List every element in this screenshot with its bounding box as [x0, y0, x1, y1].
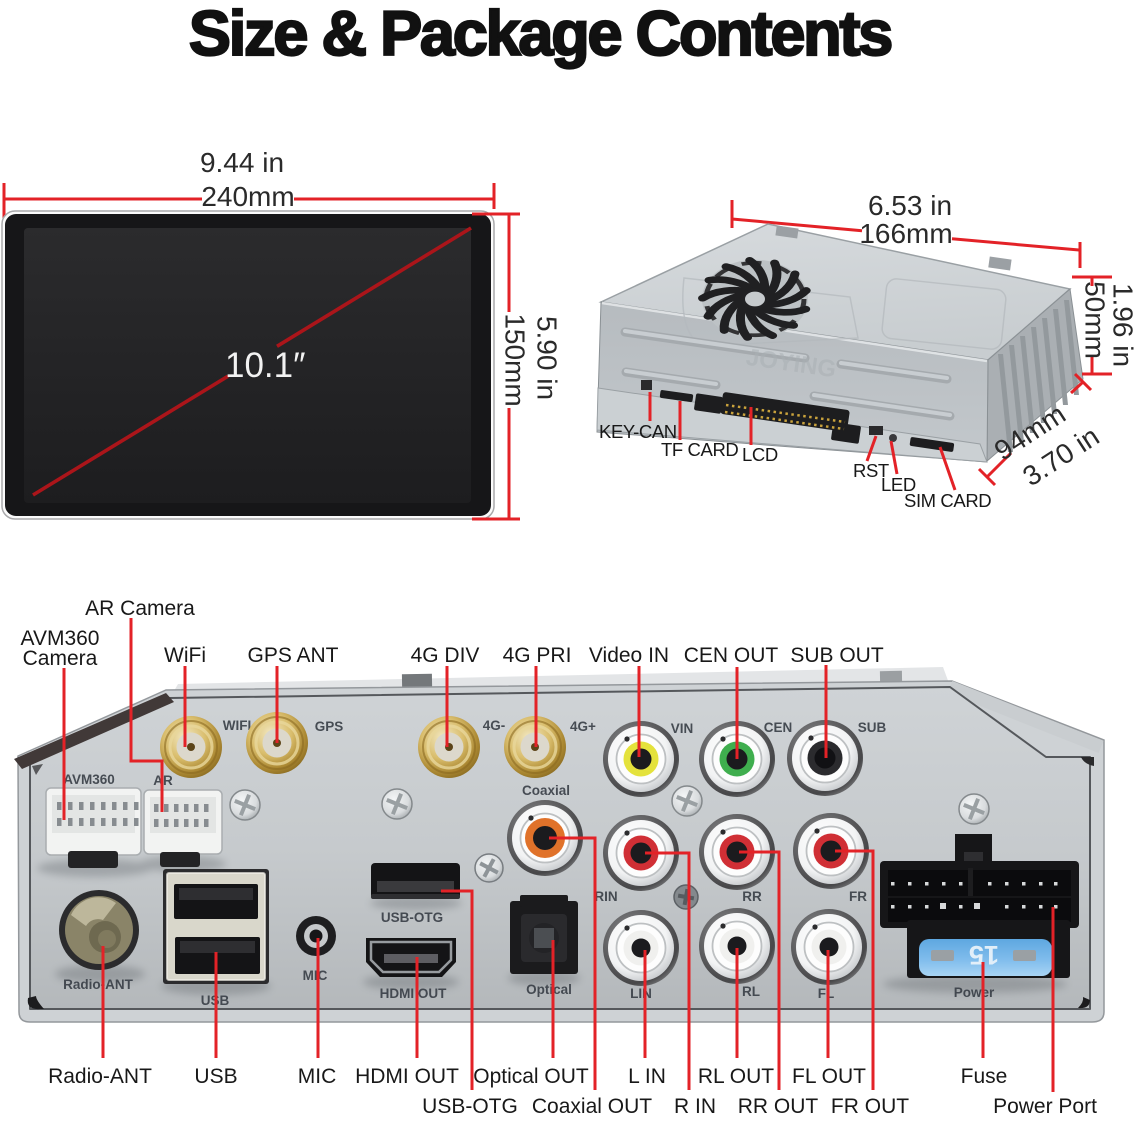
- svg-text:RR: RR: [742, 889, 762, 904]
- svg-text:FL: FL: [818, 986, 835, 1001]
- svg-text:RL OUT: RL OUT: [698, 1065, 774, 1088]
- svg-text:1.96 in: 1.96 in: [1108, 283, 1134, 367]
- svg-text:RL: RL: [742, 984, 760, 999]
- svg-text:Coaxial: Coaxial: [522, 783, 570, 798]
- svg-text:Coaxial OUT: Coaxial OUT: [532, 1095, 652, 1118]
- svg-text:Power Port: Power Port: [993, 1095, 1097, 1118]
- svg-text:SUB: SUB: [858, 720, 887, 735]
- svg-text:LIN: LIN: [630, 986, 652, 1001]
- svg-text:RR OUT: RR OUT: [738, 1095, 819, 1118]
- svg-text:Power: Power: [954, 985, 995, 1000]
- svg-text:MIC: MIC: [298, 1065, 337, 1088]
- svg-text:AR Camera: AR Camera: [85, 597, 195, 620]
- svg-text:10.1″: 10.1″: [225, 346, 306, 385]
- svg-text:FR OUT: FR OUT: [831, 1095, 909, 1118]
- svg-text:HDMI OUT: HDMI OUT: [380, 986, 447, 1001]
- svg-text:L IN: L IN: [628, 1065, 666, 1088]
- svg-text:AVM360: AVM360: [21, 627, 100, 650]
- svg-text:6.53 in: 6.53 in: [868, 190, 952, 221]
- svg-text:FR: FR: [849, 889, 867, 904]
- svg-text:Optical OUT: Optical OUT: [473, 1065, 589, 1088]
- svg-text:USB-OTG: USB-OTG: [422, 1095, 518, 1118]
- svg-text:SUB OUT: SUB OUT: [790, 644, 884, 667]
- svg-text:R IN: R IN: [674, 1095, 716, 1118]
- svg-text:4G+: 4G+: [570, 719, 596, 734]
- svg-text:SIM CARD: SIM CARD: [904, 490, 991, 511]
- svg-text:WiFi: WiFi: [164, 644, 206, 667]
- svg-text:Video IN: Video IN: [589, 644, 669, 667]
- svg-text:WIFI: WIFI: [223, 718, 252, 733]
- svg-text:166mm: 166mm: [859, 218, 952, 249]
- svg-text:USB-OTG: USB-OTG: [381, 910, 443, 925]
- svg-text:Radio-ANT: Radio-ANT: [48, 1065, 152, 1088]
- svg-text:FL OUT: FL OUT: [792, 1065, 866, 1088]
- svg-text:GPS: GPS: [315, 719, 344, 734]
- svg-text:VIN: VIN: [671, 721, 694, 736]
- svg-text:LED: LED: [881, 474, 916, 495]
- svg-text:4G DIV: 4G DIV: [411, 644, 480, 667]
- svg-text:Radio-ANT: Radio-ANT: [63, 977, 133, 992]
- svg-text:LCD: LCD: [742, 444, 778, 465]
- svg-text:Fuse: Fuse: [961, 1065, 1008, 1088]
- svg-text:4G PRI: 4G PRI: [503, 644, 572, 667]
- svg-text:USB: USB: [194, 1065, 237, 1088]
- svg-text:CEN: CEN: [764, 720, 793, 735]
- svg-text:GPS ANT: GPS ANT: [247, 644, 338, 667]
- svg-text:RIN: RIN: [594, 889, 617, 904]
- svg-text:240mm: 240mm: [201, 181, 294, 212]
- svg-text:MIC: MIC: [303, 968, 328, 983]
- svg-text:HDMI OUT: HDMI OUT: [355, 1065, 459, 1088]
- svg-text:RST: RST: [853, 460, 889, 481]
- svg-text:AVM360: AVM360: [63, 772, 115, 787]
- svg-text:50mm: 50mm: [1080, 281, 1111, 359]
- svg-text:9.44 in: 9.44 in: [200, 147, 284, 178]
- svg-text:5.90 in: 5.90 in: [532, 316, 563, 400]
- svg-text:KEY-CAN: KEY-CAN: [599, 421, 677, 442]
- svg-text:TF CARD: TF CARD: [661, 439, 738, 460]
- svg-text:CEN OUT: CEN OUT: [684, 644, 779, 667]
- svg-text:Optical: Optical: [526, 982, 572, 997]
- svg-text:Camera: Camera: [23, 647, 98, 670]
- svg-text:150mm: 150mm: [500, 313, 531, 406]
- svg-text:4G-: 4G-: [483, 718, 506, 733]
- svg-text:Size & Package Contents: Size & Package Contents: [189, 0, 891, 69]
